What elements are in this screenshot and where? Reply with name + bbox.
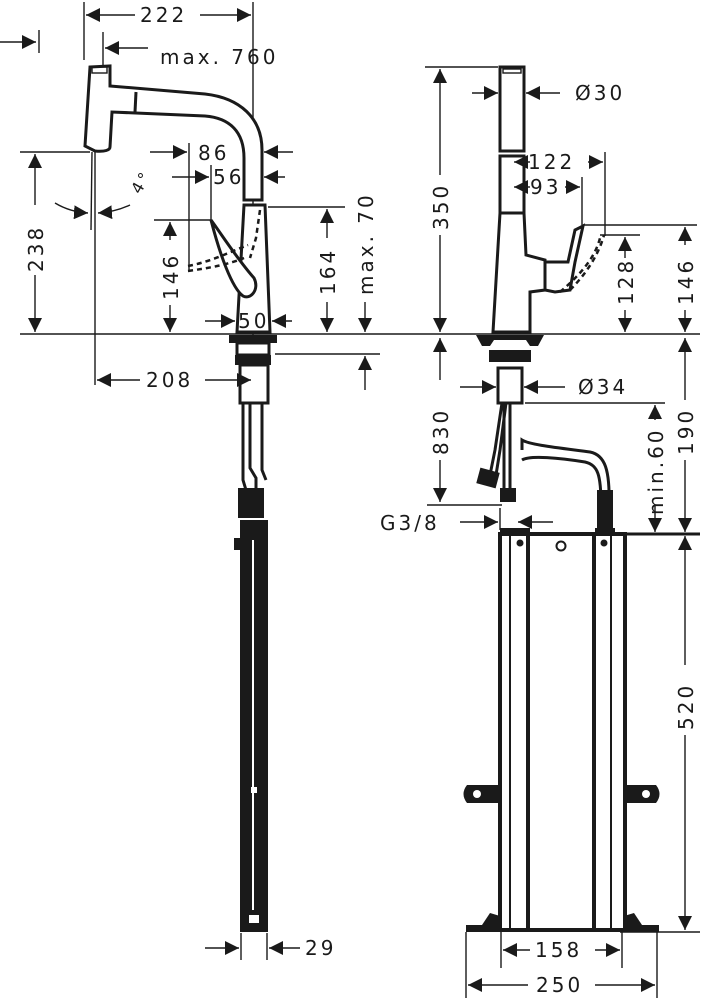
- dim-min-clearance: min.60: [525, 402, 668, 532]
- label-50: 50: [238, 309, 269, 333]
- label-86: 86: [198, 141, 229, 165]
- label-max-70: max. 70: [354, 192, 378, 295]
- label-4deg: 4°: [127, 167, 156, 197]
- label-93: 93: [530, 175, 561, 199]
- label-min-60: min.60: [644, 427, 668, 515]
- dim-hose-width: 29: [205, 933, 336, 960]
- dim-handle-reach: 122 93: [514, 150, 606, 236]
- label-520: 520: [674, 683, 698, 730]
- faucet-body-front: [491, 211, 547, 334]
- label-56: 56: [213, 165, 244, 189]
- dim-supply-length: 830: [427, 338, 502, 506]
- label-g3-8: G3/8: [380, 511, 440, 535]
- label-dia-30: Ø30: [575, 81, 625, 105]
- dim-handle-height-128: 128: [600, 234, 640, 332]
- label-158: 158: [535, 938, 582, 962]
- dim-box-outer-width: 250: [465, 932, 658, 998]
- mounting-box: [463, 528, 700, 933]
- dim-box-inner-width: 158: [500, 932, 623, 968]
- label-208: 208: [146, 368, 193, 392]
- dim-box-offset: 190: [674, 338, 698, 532]
- dim-pullout: max. 760: [0, 30, 278, 69]
- dim-base-diameter: 50: [205, 309, 292, 333]
- front-view: 350 Ø30 122 93 128: [380, 65, 700, 998]
- label-146-side: 146: [159, 253, 183, 300]
- label-190: 190: [674, 408, 698, 455]
- dim-total-height: 350: [425, 66, 498, 332]
- label-238: 238: [24, 225, 48, 272]
- label-122: 122: [528, 150, 575, 174]
- label-164: 164: [316, 248, 340, 295]
- dim-box-height: 520: [674, 536, 698, 930]
- dim-handle-86-56: 86 56: [150, 141, 293, 272]
- label-830: 830: [429, 408, 453, 455]
- label-128: 128: [614, 258, 638, 305]
- label-146-front: 146: [674, 258, 698, 305]
- label-dia-34: Ø34: [578, 375, 628, 399]
- label-250: 250: [536, 973, 583, 997]
- spout-outline: [83, 64, 264, 202]
- label-29: 29: [305, 936, 336, 960]
- dim-outlet-height: 238: [20, 151, 700, 335]
- dim-handle-height: 146: [154, 219, 211, 332]
- label-222: 222: [140, 3, 187, 27]
- dim-spray-angle: 4°: [54, 151, 156, 385]
- dim-handle-height-146: 146: [583, 224, 698, 332]
- label-350: 350: [429, 183, 453, 230]
- dim-shank-diameter: Ø34: [460, 375, 628, 399]
- dim-body-height: 164: [268, 206, 345, 332]
- dim-thread: G3/8: [380, 508, 553, 535]
- label-max-760: max. 760: [160, 45, 278, 69]
- side-view: 222 max. 760 238: [0, 2, 700, 960]
- dim-outlet-offset: 208: [97, 368, 251, 392]
- dim-spout-diameter: Ø30: [472, 81, 625, 105]
- dim-deck-thickness: max. 70: [275, 192, 380, 390]
